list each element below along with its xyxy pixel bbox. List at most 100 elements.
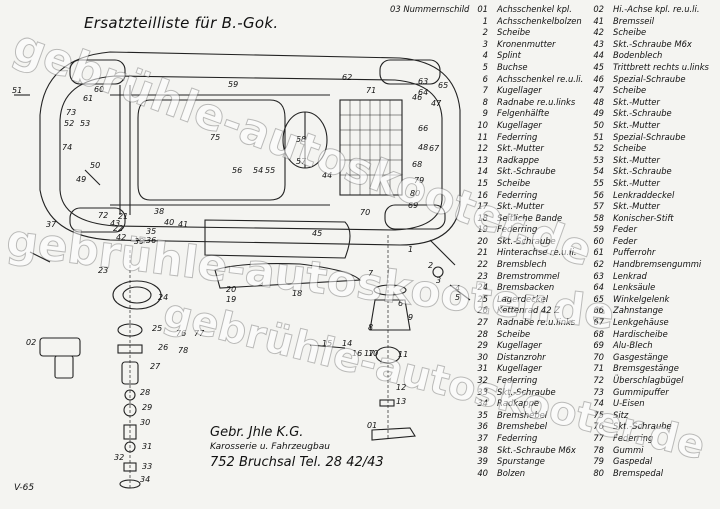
part-number: 70 bbox=[593, 351, 604, 362]
callout-63: 63 bbox=[418, 77, 428, 86]
part-name: Scheibe bbox=[613, 85, 647, 96]
callout-78: 78 bbox=[178, 346, 188, 355]
callout-8: 8 bbox=[368, 323, 373, 332]
part-number: 79 bbox=[593, 456, 604, 467]
part-number: 20 bbox=[477, 235, 488, 246]
callout-23: 23 bbox=[98, 266, 108, 275]
part-name: Bremspedal bbox=[613, 467, 664, 478]
callout-9: 9 bbox=[408, 313, 413, 322]
callout-66: 66 bbox=[418, 124, 428, 133]
part-name: Bremsbacken bbox=[497, 282, 555, 293]
part-number: 16 bbox=[477, 189, 488, 200]
part-name: Skt.-Schraube bbox=[613, 166, 672, 177]
part-name: Federring bbox=[613, 432, 654, 443]
parts-list-row: 33 Skt.-Schraube bbox=[470, 387, 583, 399]
callout-5: 5 bbox=[455, 293, 460, 302]
callout-73: 73 bbox=[66, 108, 76, 117]
callout-53: 53 bbox=[80, 119, 90, 128]
part-number: 40 bbox=[477, 467, 488, 478]
part-number: 9 bbox=[482, 108, 488, 119]
part-name: Lenkgehäuse bbox=[613, 317, 669, 328]
part-number: 44 bbox=[593, 50, 604, 61]
callout-20: 20 bbox=[226, 285, 236, 294]
callout-76: 76 bbox=[176, 329, 186, 338]
part-name: Federring bbox=[497, 375, 538, 385]
part-name: Skt.-Mutter bbox=[613, 96, 660, 107]
parts-list-row: 20 Skt.-Schraube bbox=[470, 236, 583, 248]
part-name: Überschlagbügel bbox=[613, 375, 684, 385]
part-number: 24 bbox=[477, 282, 488, 293]
callout-15: 15 bbox=[322, 339, 332, 348]
part-number: 78 bbox=[593, 444, 604, 455]
part-name: Handbremsengummi bbox=[613, 259, 702, 270]
callout-27: 27 bbox=[150, 362, 161, 371]
callout-71: 71 bbox=[366, 86, 376, 95]
part-name: Skt.-Schraube bbox=[497, 235, 556, 246]
callout-1: 1 bbox=[408, 245, 413, 254]
part-name: Skt.-Mutter bbox=[613, 119, 660, 130]
part-name: Skt.-Schraube bbox=[497, 386, 556, 397]
part-name: Kugellager bbox=[497, 119, 542, 130]
part-number: 6 bbox=[482, 73, 488, 84]
callout-47: 47 bbox=[431, 99, 442, 108]
part-number: 2 bbox=[482, 27, 488, 38]
callout-39: 39 bbox=[134, 237, 144, 246]
part-name: Skt.-Schraube M6x bbox=[497, 444, 576, 455]
callout-22: 22 bbox=[113, 224, 123, 233]
part-name: Sitz bbox=[613, 409, 629, 420]
part-name: Kettenrad 42 Z bbox=[497, 305, 560, 316]
part-number: 3 bbox=[482, 38, 488, 49]
callout-01: 01 bbox=[367, 421, 377, 430]
part-name: Konischer-Stift bbox=[613, 212, 674, 223]
part-number: 69 bbox=[593, 340, 604, 351]
part-number: 26 bbox=[477, 305, 488, 316]
part-name: Radnabe re.u.links bbox=[497, 317, 576, 328]
manufacturer-block: Gebr. Jhle K.G. Karosserie u. Fahrzeugba… bbox=[210, 425, 384, 470]
callout-2: 2 bbox=[428, 261, 433, 270]
part-number: 32 bbox=[477, 375, 488, 385]
part-number: 31 bbox=[477, 363, 488, 374]
callout-7: 7 bbox=[368, 269, 374, 278]
part-number: 61 bbox=[593, 247, 604, 258]
callout-45: 45 bbox=[312, 229, 322, 238]
part-number: 33 bbox=[477, 386, 488, 397]
part-number: 74 bbox=[593, 398, 604, 409]
parts-list-row: 32 Federring bbox=[470, 375, 583, 387]
part-number: 02 bbox=[593, 4, 604, 14]
bumper-ring bbox=[39, 51, 461, 246]
part-number: 28 bbox=[477, 328, 488, 339]
part-name: Lenkrad bbox=[613, 270, 647, 281]
part-number: 21 bbox=[477, 247, 488, 258]
part-name: Skt.-Mutter bbox=[613, 154, 660, 165]
callout-59: 59 bbox=[228, 80, 238, 89]
part-name: Gasgestänge bbox=[613, 351, 669, 362]
callout-3: 3 bbox=[436, 276, 441, 285]
part-number: 15 bbox=[477, 177, 488, 188]
callout-32: 32 bbox=[114, 453, 124, 462]
callout-74: 74 bbox=[62, 143, 72, 152]
part-name: U-Eisen bbox=[613, 398, 645, 409]
